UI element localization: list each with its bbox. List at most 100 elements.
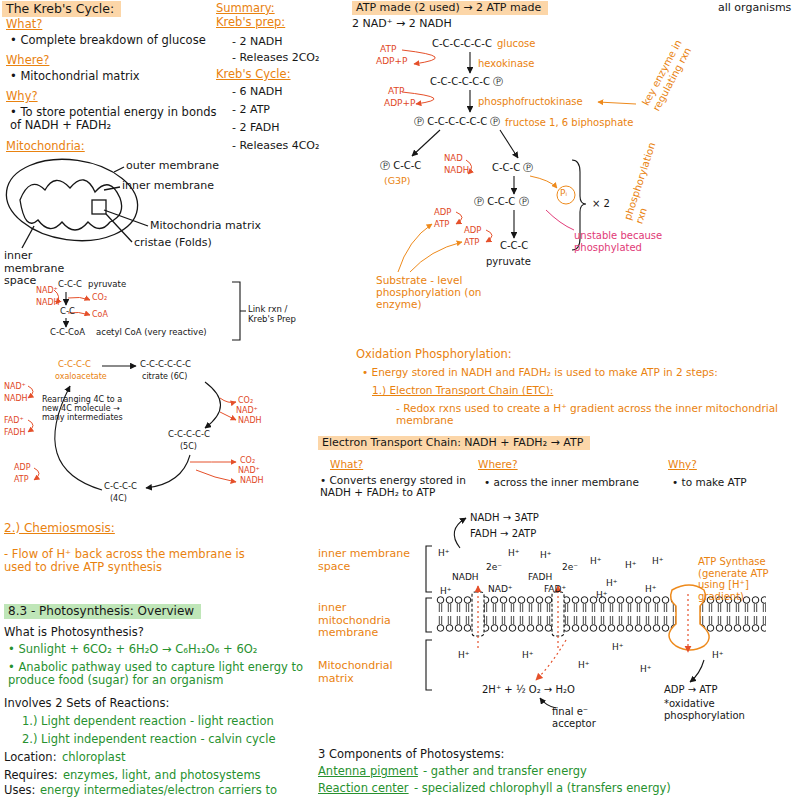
- note-text: NADH: [444, 166, 469, 176]
- note-text: H⁺: [522, 650, 534, 660]
- note-text: - Releases 4CO₂: [232, 140, 319, 153]
- annotation-lines: [598, 102, 636, 104]
- note-text: H⁺: [458, 650, 470, 660]
- note-text: ADP → ATP: [664, 684, 718, 696]
- note-text: NADH → 3ATP: [470, 512, 539, 524]
- membrane-drawing: [552, 592, 564, 636]
- membrane-drawing: [426, 598, 432, 632]
- note-text: ATP Synthase (generate ATP using [H⁺] gr…: [698, 556, 794, 602]
- glycolysis-side-arrows: [486, 230, 492, 242]
- krebs-side-arrows: [190, 462, 236, 463]
- mitochondrion-drawing: [104, 187, 120, 190]
- krebs-side-arrows: [220, 398, 236, 403]
- note-text: H⁺: [596, 590, 608, 600]
- note-text: ATP: [464, 238, 479, 248]
- note-text: FADH: [528, 572, 552, 582]
- krebs-side-arrows: [196, 470, 236, 482]
- note-text: NAD⁺: [4, 382, 26, 391]
- note-text: *oxidative phosphorylation: [664, 698, 764, 721]
- note-text: 2.) Chemiosmosis:: [4, 522, 115, 536]
- note-text: H⁺: [540, 550, 552, 560]
- note-text: outer membrane: [126, 160, 219, 173]
- note-text: C-C-C-C-C-C Ⓟ: [430, 76, 503, 88]
- note-text: H⁺: [625, 560, 637, 570]
- note-text: Why?: [6, 90, 38, 103]
- mitochondrion-drawing: [1, 151, 148, 249]
- note-text: FAD⁺: [4, 416, 24, 425]
- note-text: FAD⁺: [544, 584, 566, 594]
- note-text: acetyl CoA (very reactive): [96, 328, 207, 338]
- note-text: energy intermediates/electron carriers t…: [40, 784, 277, 797]
- note-text: • Energy stored in NADH and FADH₂ is use…: [362, 366, 718, 378]
- note-text: Summary:: [216, 2, 275, 15]
- krebs-cycle-arrows: [65, 292, 66, 305]
- note-text: - 2 ATP: [232, 104, 270, 117]
- glycolysis-arrows: [513, 176, 514, 194]
- krebs-side-arrows: [28, 386, 33, 398]
- note-text: 1.) Electron Transport Chain (ETC):: [372, 384, 553, 396]
- note-text: 2e⁻: [562, 562, 578, 572]
- note-text: CoA: [92, 310, 108, 319]
- glycolysis-side-arrows: [456, 212, 462, 224]
- krebs-side-arrows: [28, 420, 33, 432]
- proton-flow-arrows: [557, 586, 558, 648]
- membrane-drawing: [690, 660, 704, 682]
- note-text: pyruvate: [486, 256, 531, 268]
- note-text: - Redox rxns used to create a H⁺ gradien…: [396, 402, 786, 426]
- note-text: 1.) Light dependent reaction - light rea…: [22, 715, 274, 728]
- note-text: • Anabolic pathway used to capture light…: [8, 661, 308, 687]
- krebs-side-arrows: [28, 290, 236, 482]
- note-text: citrate (6C): [142, 372, 187, 381]
- note-text: Ⓟ C-C-C-C-C-C Ⓟ: [414, 116, 500, 128]
- note-text: Mitochondrial matrix: [318, 660, 408, 685]
- membrane-drawing: [454, 518, 466, 548]
- heading-text: The Kreb's Cycle:: [6, 1, 117, 17]
- mitochondrion-drawing: [106, 214, 132, 242]
- note-text: - 2 NADH: [232, 36, 282, 49]
- note-text: fructose 1, 6 biphosphate: [505, 117, 633, 129]
- note-text: - 6 NADH: [232, 86, 282, 99]
- note-text: H⁺: [652, 556, 664, 566]
- note-text: Pᵢ: [560, 188, 567, 198]
- note-text: 2 NAD⁺ → 2 NADH: [352, 18, 452, 31]
- note-text: - Flow of H⁺ back across the membrane is…: [4, 548, 274, 574]
- note-text: • To store potential energy in bonds of …: [10, 106, 225, 132]
- note-text: H⁺: [606, 578, 618, 588]
- note-text: final e⁻ acceptor: [552, 706, 614, 729]
- krebs-cycle-arrows: [102, 365, 136, 366]
- note-text: 2e⁻: [486, 562, 502, 572]
- note-text: C-C: [60, 307, 75, 317]
- note-text: 2H⁺ + ½ O₂ → H₂O: [482, 684, 575, 696]
- krebs-side-arrows: [220, 412, 236, 420]
- note-text: glucose: [497, 38, 535, 50]
- note-text: NADH: [238, 416, 262, 425]
- note-text: Ⓟ C-C-C: [380, 160, 421, 172]
- note-text: NADH: [4, 394, 28, 403]
- annotation-lines: [410, 242, 462, 272]
- note-text: • Converts energy stored in NADH + FADH₂…: [320, 474, 475, 498]
- note-text: 2.) Light independent reaction - calvin …: [22, 733, 275, 746]
- note-text: Kreb's Cycle:: [216, 68, 291, 81]
- glycolysis-arrows: [412, 130, 440, 156]
- note-text: - specialized chlorophyll a (transfers e…: [414, 782, 671, 795]
- note-text: C-C-C Ⓟ: [492, 162, 533, 174]
- krebs-cycle-arrows: [65, 318, 66, 327]
- note-text: key enzyme in regulating rxn: [640, 14, 707, 113]
- note-text: - gather and transfer energy: [423, 765, 587, 778]
- note-text: - Releases 2CO₂: [232, 52, 319, 65]
- note-text: ADP: [14, 463, 30, 472]
- note-text: (G3P): [384, 176, 411, 187]
- note-text: C-C-CoA: [50, 328, 85, 338]
- note-text: chloroplast: [62, 751, 125, 764]
- note-text: What is Photosynthesis?: [4, 626, 144, 639]
- note-text: cristae (Folds): [134, 237, 212, 250]
- note-text: C-C-C-C: [58, 360, 91, 370]
- note-text: CO₂: [238, 396, 253, 405]
- annotation-lines: [546, 210, 574, 230]
- krebs-side-arrows: [68, 297, 90, 300]
- proton-flow-arrows: [536, 640, 566, 680]
- proton-flow-arrows: [687, 594, 688, 652]
- mitochondrion-drawing: [1, 151, 143, 249]
- note-text: unstable because phosphylated: [574, 230, 686, 253]
- mitochondrion-drawing: [22, 226, 34, 248]
